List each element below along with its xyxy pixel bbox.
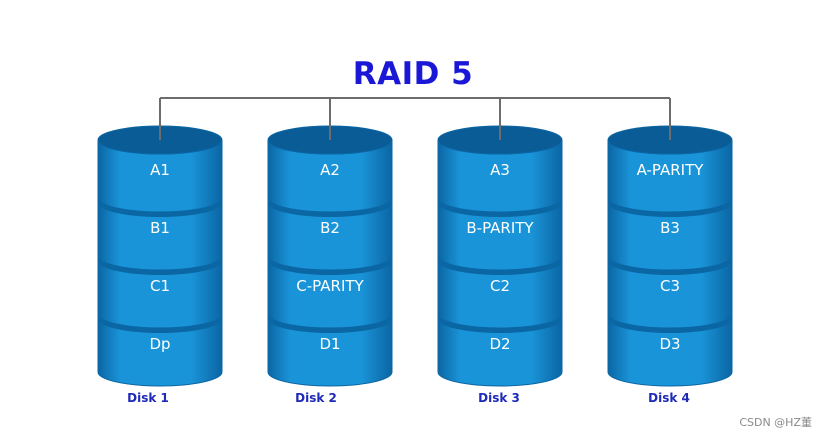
disk-1-separator-1 [98,198,222,217]
disk-1-block-4: Dp [149,335,170,353]
disk-3-separator-1 [438,198,562,217]
disk-3-block-2: B-PARITY [466,219,534,237]
disk-label-4: Disk 4 [648,391,690,405]
disk-2-separator-1 [268,198,392,217]
disk-4-separator-3 [608,314,732,333]
disk-label-2: Disk 2 [295,391,337,405]
disk-4-separator-1 [608,198,732,217]
disk-3-block-4: D2 [489,335,510,353]
disk-3-block-1: A3 [490,161,510,179]
disk-2-block-2: B2 [320,219,340,237]
disk-1-block-3: C1 [150,277,170,295]
disk-4-separator-2 [608,256,732,275]
disk-2-separator-3 [268,314,392,333]
disk-label-3: Disk 3 [478,391,520,405]
disk-1-separator-3 [98,314,222,333]
disk-1-block-2: B1 [150,219,170,237]
disk-1-separator-2 [98,256,222,275]
disk-2-separator-2 [268,256,392,275]
disk-3-block-3: C2 [490,277,510,295]
disk-3-separator-3 [438,314,562,333]
watermark: CSDN @HZ董 [739,416,812,429]
disk-4-block-2: B3 [660,219,680,237]
disk-4-block-1: A-PARITY [637,161,705,179]
disk-2-block-3: C-PARITY [296,277,364,295]
disk-2-block-1: A2 [320,161,340,179]
diagram-title: RAID 5 [352,56,474,92]
disk-2-block-4: D1 [319,335,340,353]
disk-4-block-3: C3 [660,277,680,295]
disk-3-separator-2 [438,256,562,275]
disk-4-block-4: D3 [659,335,680,353]
disk-1-block-1: A1 [150,161,170,179]
disk-label-1: Disk 1 [127,391,169,405]
